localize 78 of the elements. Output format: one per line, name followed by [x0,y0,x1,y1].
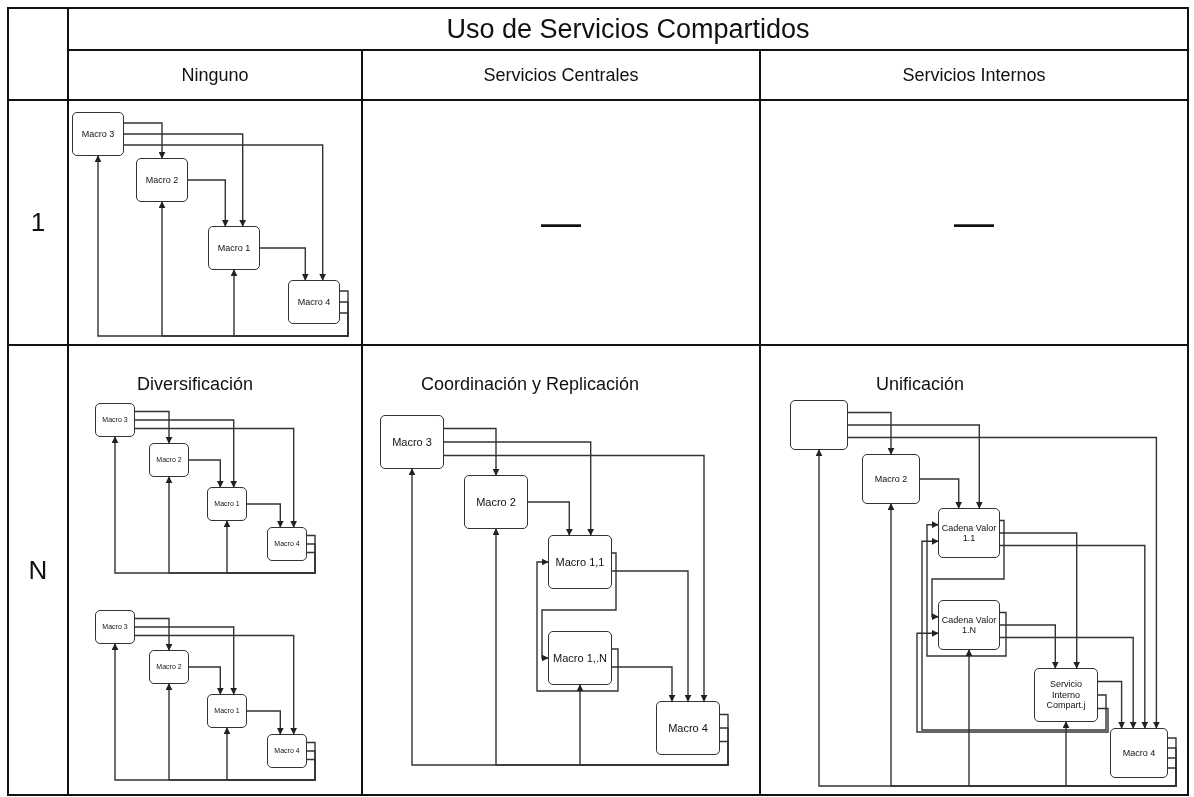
process-box: Servicio Interno Compart.j [1034,668,1098,722]
column-header: Servicios Internos [902,64,1046,86]
connector-arrow [576,684,729,766]
process-box: Macro 3 [72,112,124,156]
connector-arrow [188,459,224,488]
connector-arrow [408,468,729,766]
process-box: Cadena Valor 1.1 [938,508,1000,558]
process-box: Macro 1,.N [548,631,612,685]
connector-arrow [847,436,1160,729]
connector-arrow [919,478,963,509]
connector-arrow [187,179,229,227]
process-box: Macro 3 [380,415,444,469]
connector-arrow [931,519,1005,621]
process-box: Macro 4 [288,280,340,324]
connector-arrow [887,503,1177,787]
connector-arrow [926,521,1007,657]
connector-arrow [123,133,247,227]
process-box: Macro 4 [656,701,720,755]
connector-arrow [230,269,349,337]
connector-arrow [916,629,1109,733]
connector-arrow [111,643,316,781]
connector-arrow [999,624,1059,669]
empty-cell-dash: — [954,200,994,245]
connector-arrow [999,636,1137,729]
process-box: Macro 4 [1110,728,1168,778]
connector-arrow [536,558,619,692]
process-box: Macro 1,1 [548,535,612,589]
connector-arrow [134,617,173,651]
connector-arrow [443,454,708,702]
cell-title: Unificación [875,373,964,395]
connector-arrow [965,649,1177,787]
connector-arrow [123,122,166,159]
connector-arrow [134,427,298,528]
connector-arrow [223,727,316,781]
connector-arrow [246,710,284,735]
connector-arrow [847,411,895,455]
process-box: Cadena Valor 1.N [938,600,1000,650]
connector-arrow [847,424,983,509]
connector-arrow [443,427,500,476]
connector-arrow [541,552,617,662]
row-header: 1 [30,207,46,238]
column-header: Ninguno [181,64,249,86]
connector-arrow [94,155,349,337]
connector-arrow [123,144,327,281]
connector-arrow [259,247,309,281]
table-title: Uso de Servicios Compartidos [446,13,810,45]
connector-arrow [492,528,729,766]
connector-arrow [158,201,349,337]
row-header: N [28,554,48,586]
empty-box [790,400,848,450]
process-box: Macro 2 [862,454,920,504]
connector-arrow [611,666,676,702]
connector-arrow [443,441,595,536]
connector-arrow [921,537,1107,731]
connector-arrow [165,476,316,574]
connector-arrow [611,570,692,702]
cell-title: Coordinación y Replicación [420,373,640,395]
connector-arrow [999,532,1081,669]
process-box: Macro 2 [464,475,528,529]
connector-arrow [134,626,238,695]
connector-arrow [223,520,316,574]
connector-arrow [999,544,1149,729]
connector-arrow [111,436,316,574]
connector-arrow [1062,721,1177,787]
process-box: Macro 1 [208,226,260,270]
empty-cell-dash: — [541,200,581,245]
process-box: Macro 2 [136,158,188,202]
connector-arrow [246,503,284,528]
connector-arrow [134,419,238,488]
connector-arrow [134,634,298,735]
column-header: Servicios Centrales [483,64,639,86]
connector-arrow [134,410,173,444]
connector-arrow [527,501,573,536]
connector-arrow [188,666,224,695]
cell-title: Diversificación [136,373,253,395]
connector-arrow [815,449,1177,787]
connector-arrow [165,683,316,781]
connector-arrow [1097,680,1126,729]
